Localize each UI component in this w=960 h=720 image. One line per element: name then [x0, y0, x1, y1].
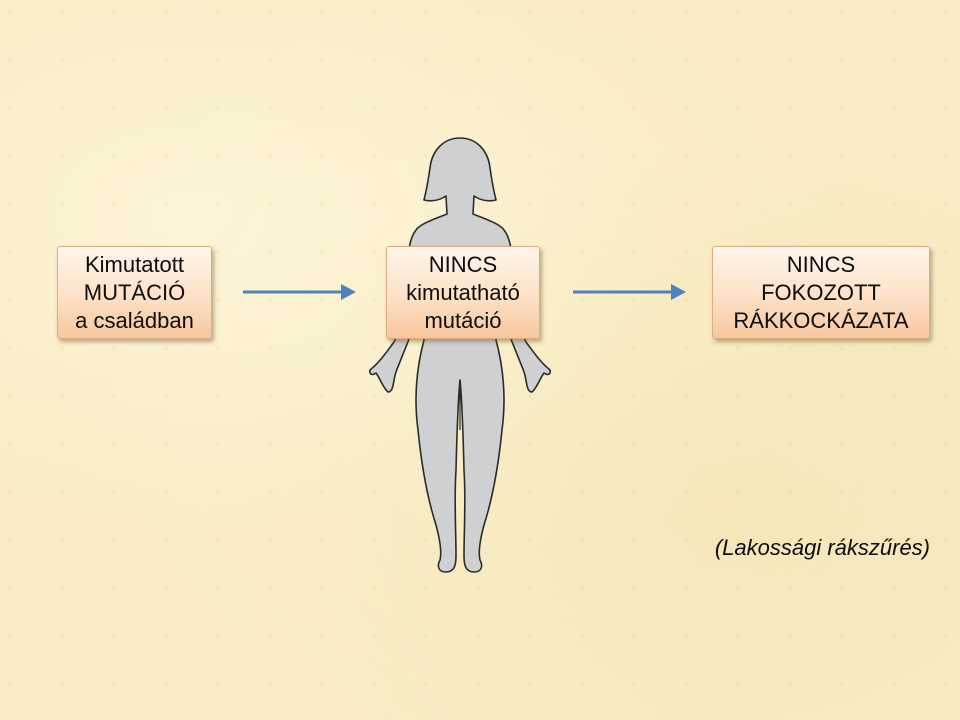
no-increased-risk-box: NINCS FOKOZOTT RÁKKOCKÁZATA [712, 246, 930, 339]
box-line: FOKOZOTT [761, 279, 881, 305]
no-increased-risk-text: NINCS FOKOZOTT RÁKKOCKÁZATA [733, 251, 908, 335]
arrow-right-icon [243, 284, 356, 300]
arrow-right-icon [573, 284, 686, 300]
person-silhouette-icon [369, 137, 551, 573]
box-line: NINCS [786, 251, 856, 277]
family-mutation-box: Kimutatott MUTÁCIÓ a családban [57, 246, 212, 339]
family-mutation-text: Kimutatott MUTÁCIÓ a családban [75, 251, 194, 335]
box-line: NINCS [428, 251, 498, 277]
box-line: a családban [75, 307, 194, 333]
population-screening-note: (Lakossági rákszűrés) [714, 535, 930, 560]
box-line: Kimutatott [84, 251, 185, 277]
no-mutation-text: NINCS kimutatható mutáció [406, 251, 520, 335]
box-line: MUTÁCIÓ [83, 279, 186, 305]
no-mutation-box: NINCS kimutatható mutáció [386, 246, 540, 339]
box-line: RÁKKOCKÁZATA [733, 307, 909, 333]
box-line: kimutatható [406, 279, 520, 305]
box-line: mutáció [424, 307, 502, 333]
